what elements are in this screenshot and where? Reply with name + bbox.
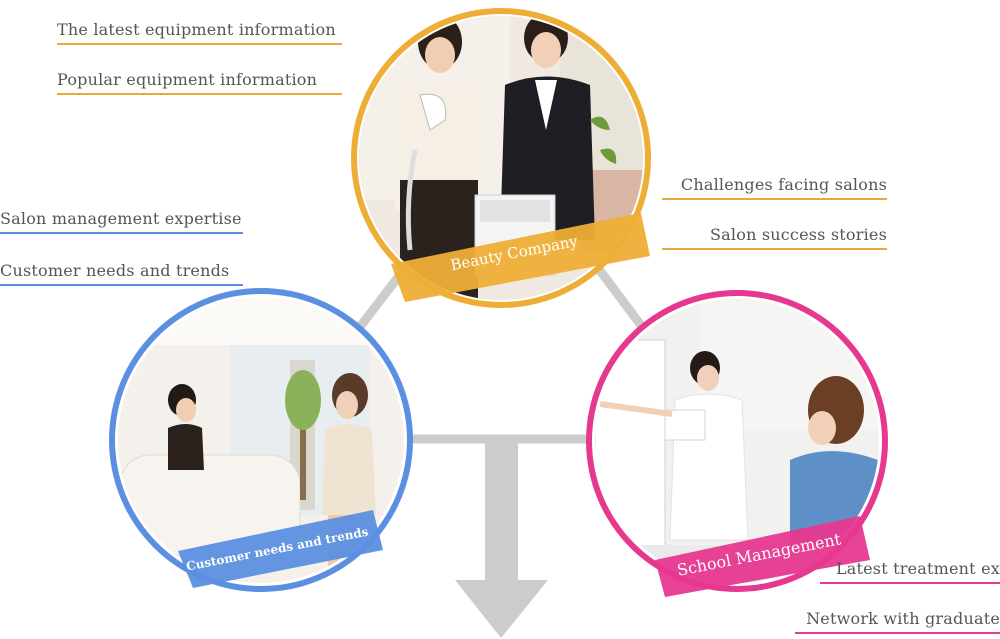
salon-success-stories-label: Salon success stories xyxy=(662,225,887,250)
latest-equipment-label: The latest equipment information xyxy=(57,20,342,45)
customer-needs-trends-label: Customer needs and trends xyxy=(0,261,243,286)
latest-treatment-label: Latest treatment ex xyxy=(820,559,1000,584)
network-with-graduates-label: Network with graduate xyxy=(795,609,1000,634)
popular-equipment-label: Popular equipment information xyxy=(57,70,342,95)
challenges-facing-salons-label: Challenges facing salons xyxy=(662,175,887,200)
salon-management-expertise-label: Salon management expertise xyxy=(0,209,243,234)
down-arrow-icon xyxy=(455,441,548,638)
beauty-company-circle xyxy=(351,8,651,308)
